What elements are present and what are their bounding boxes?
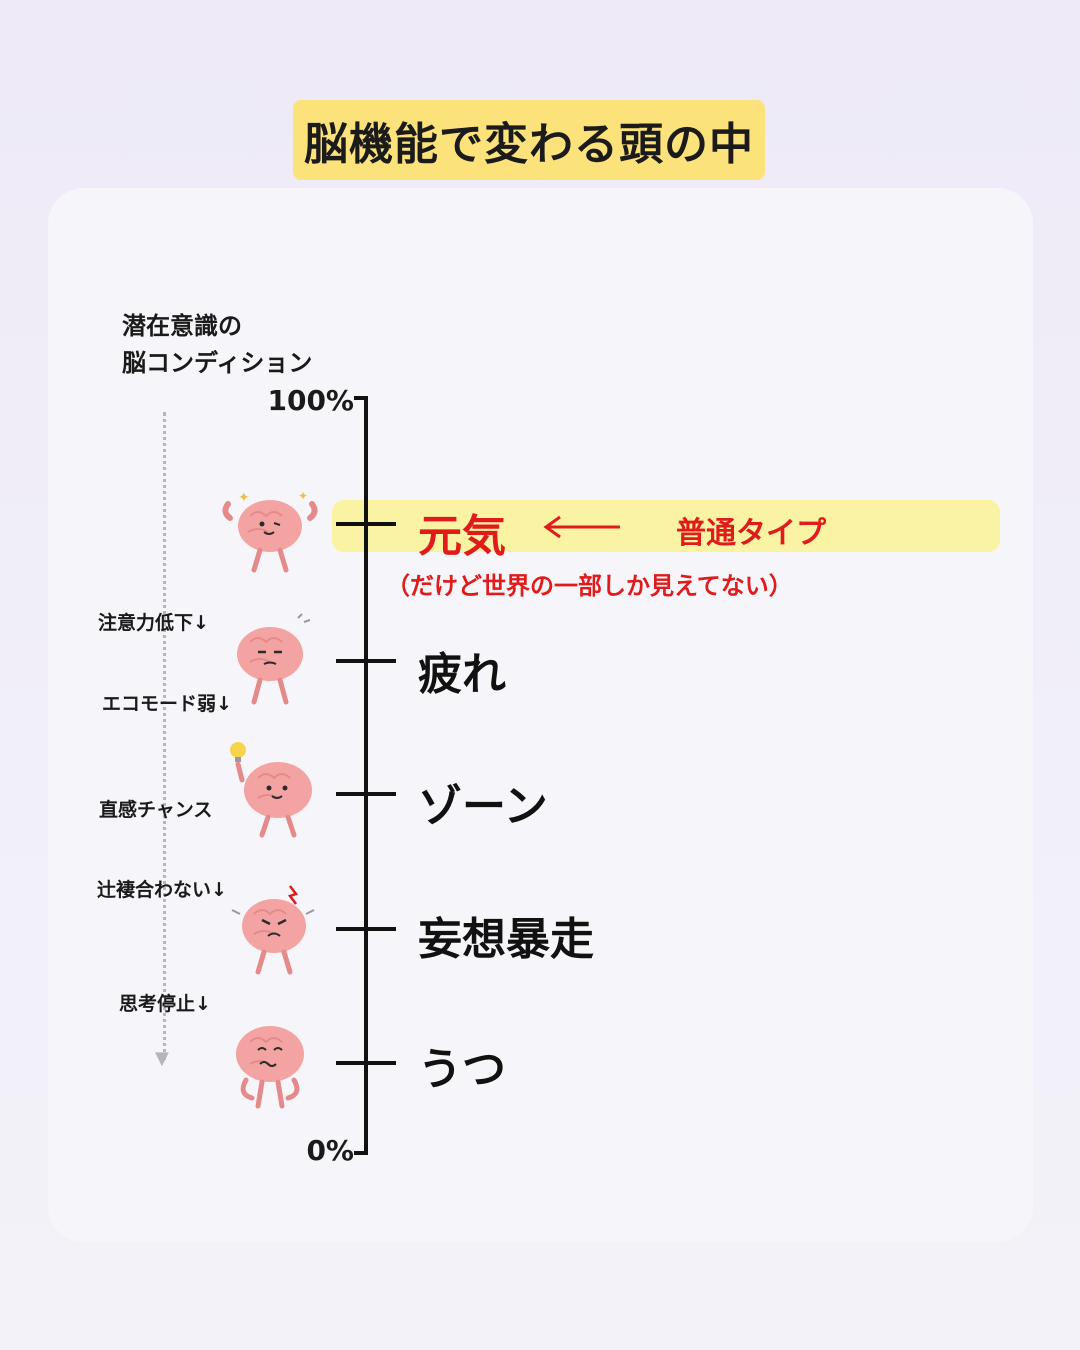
axis-title-line1: 潜在意識の [122,312,242,340]
angry-brain-icon [231,885,315,975]
dotted-arrow-head-icon: ▼ [155,1048,169,1069]
axis-top-tick [354,396,368,400]
title-banner: 脳機能で変わる頭の中 [293,100,765,180]
side-note-incoherent: 辻褄合わない↓ [97,879,227,901]
level-label-utsu: うつ [418,1044,506,1095]
side-note-stop-thinking: 思考停止↓ [119,993,211,1015]
highlight-note: （だけど世界の一部しか見えてない） [386,572,793,600]
svg-text:✦: ✦ [298,489,308,503]
level-label-zone: ゾーン [418,781,548,832]
level-tick [336,1061,396,1065]
dotted-arrow-line [163,412,166,1060]
axis-top-label: 100% [267,384,354,417]
level-label-genki: 元気 [418,511,506,562]
idea-brain-icon [230,742,312,838]
normal-type-tag: 普通タイプ [676,516,826,551]
highlight-band [332,500,1000,552]
level-label-mousou: 妄想暴走 [418,914,594,965]
level-tick [336,659,396,663]
level-tick [336,522,396,526]
axis-line [364,397,368,1154]
page-title: 脳機能で変わる頭の中 [304,119,754,170]
level-tick [336,792,396,796]
depressed-brain-icon [236,1026,304,1109]
axis-bottom-tick [354,1151,368,1155]
strong-brain-icon: ✦ ✦ [222,489,318,573]
level-label-tsukare: 疲れ [418,649,506,700]
side-note-attention: 注意力低下↓ [98,612,209,634]
level-tick [336,927,396,931]
tired-brain-icon [237,613,311,705]
diagram-card [48,188,1033,1242]
axis-title-line2: 脳コンディション [122,349,313,377]
axis-bottom-label: 0% [306,1134,354,1167]
svg-text:✦: ✦ [238,490,250,506]
left-arrow-icon [543,515,620,539]
side-note-eco-mode: エコモード弱↓ [102,693,232,715]
side-note-intuition: 直感チャンス [99,799,213,821]
axis-title: 潜在意識の 脳コンディション [122,308,312,382]
